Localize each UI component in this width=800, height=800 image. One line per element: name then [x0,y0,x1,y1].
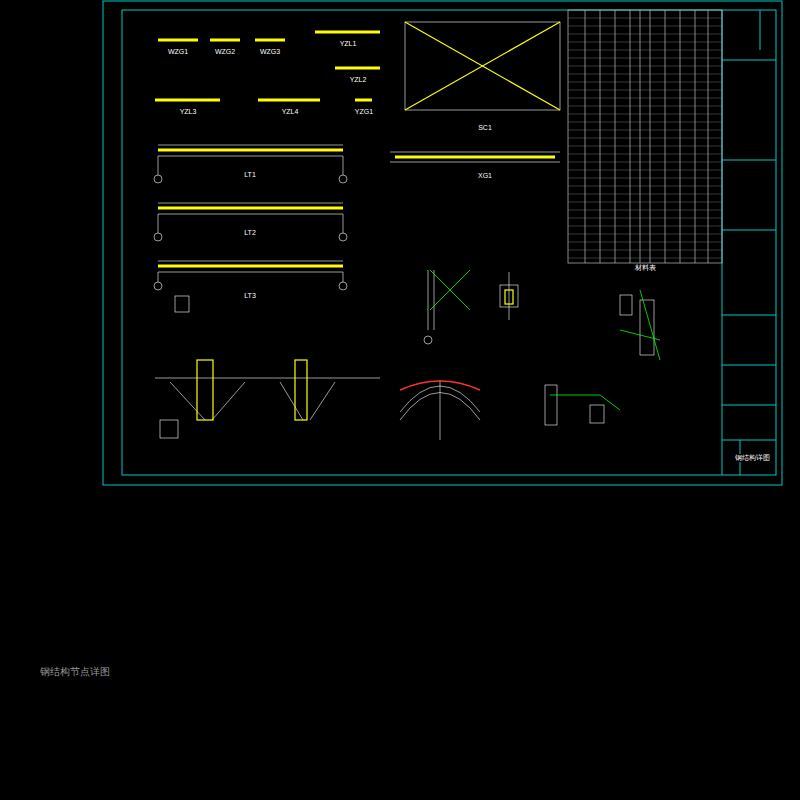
table-row-line [568,34,722,35]
table-row-line [568,50,722,51]
table-row-line [568,74,722,75]
table-row-line [568,130,722,131]
table-row-line [568,42,722,43]
table-row-line [568,170,722,171]
sheet-note: 钢结构节点详图 [39,666,111,678]
table-row-line [568,186,722,187]
table-row-line [568,26,722,27]
table-row-line [568,250,722,251]
table-row-line [568,82,722,83]
member-label: LT1 [243,171,257,179]
member-label: WZG1 [167,48,189,56]
table-row-line [568,258,722,259]
sheet-note: 材料表 [634,264,657,272]
member-label: YZL2 [349,76,368,84]
table-row-line [568,146,722,147]
table-row-line [568,242,722,243]
table-row-line [568,194,722,195]
table-row-line [568,234,722,235]
table-row-line [568,202,722,203]
table-row-line [568,178,722,179]
table-row-line [568,114,722,115]
sheet-note: 钢结构详图 [734,454,771,462]
table-row-line [568,226,722,227]
member-label: YZG1 [354,108,374,116]
table-row-line [568,98,722,99]
table-row-line [568,162,722,163]
member-label: SC1 [477,124,493,132]
table-row-line [568,106,722,107]
table-row-line [568,138,722,139]
table-row-line [568,58,722,59]
table-row-line [568,90,722,91]
member-label: WZG3 [259,48,281,56]
table-row-line [568,66,722,67]
member-label: XG1 [477,172,493,180]
table-row-line [568,122,722,123]
table-row-line [568,210,722,211]
member-label: WZG2 [214,48,236,56]
table-row-line [568,154,722,155]
table-row-line [568,18,722,19]
member-label: LT2 [243,229,257,237]
member-label: YZL1 [339,40,358,48]
member-label: LT3 [243,292,257,300]
table-row-line [568,218,722,219]
member-label: YZL3 [179,108,198,116]
member-label: YZL4 [281,108,300,116]
